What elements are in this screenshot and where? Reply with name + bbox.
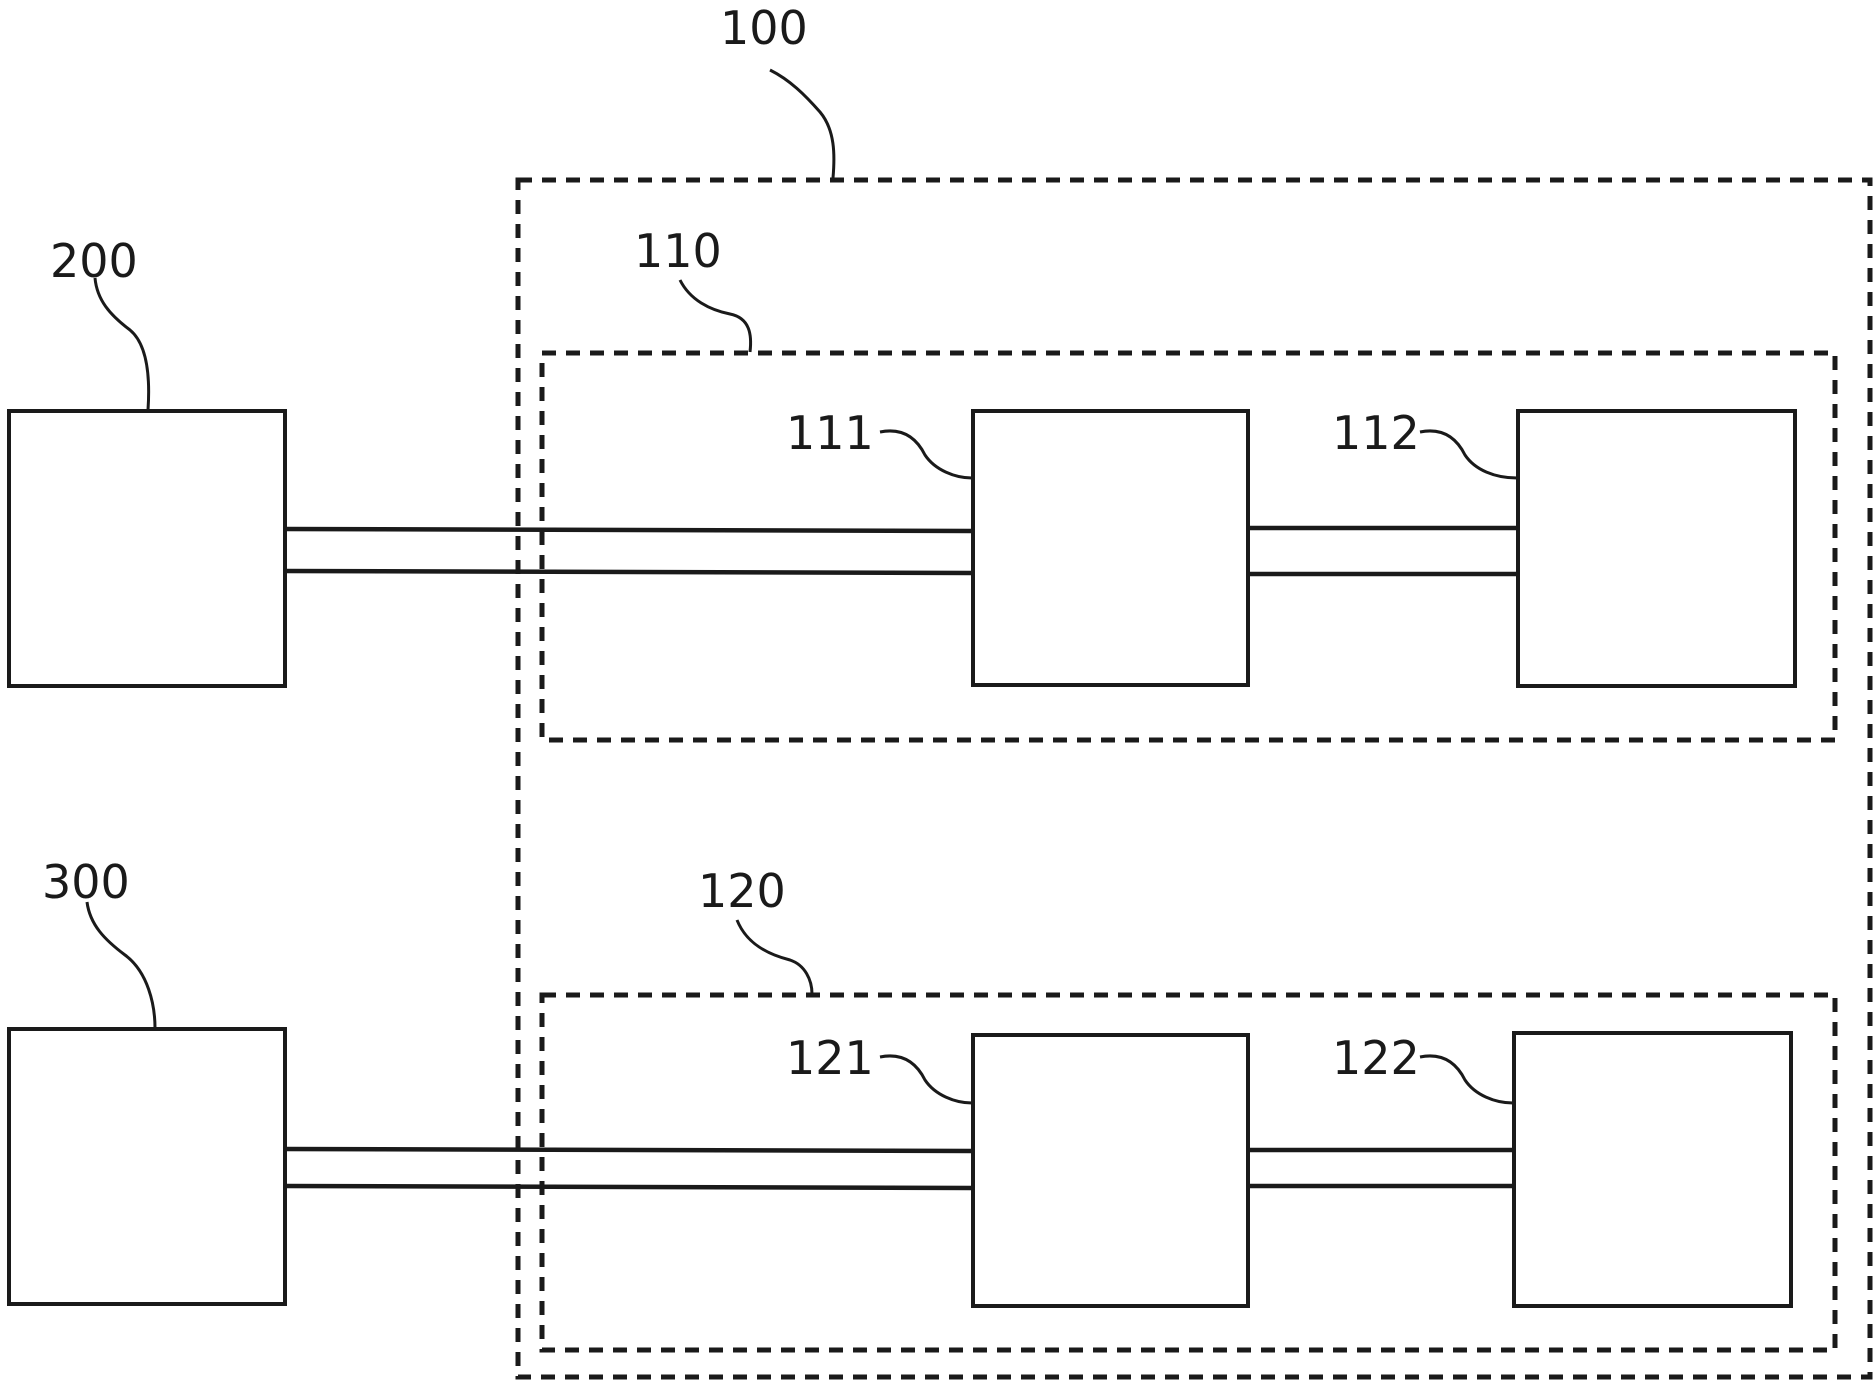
leader-100 (770, 70, 834, 178)
label-122: 122 (1332, 1031, 1420, 1085)
label-200: 200 (50, 234, 138, 288)
label-112: 112 (1332, 406, 1420, 460)
block-121 (973, 1035, 1248, 1306)
label-100: 100 (720, 1, 808, 55)
wire-300-121-top (285, 1149, 973, 1151)
wire-200-111-top (285, 529, 973, 531)
leader-110 (680, 280, 751, 352)
leader-112 (1420, 431, 1517, 478)
leader-200 (95, 278, 149, 410)
label-111: 111 (786, 406, 874, 460)
block-111 (973, 411, 1248, 685)
leader-300 (87, 902, 155, 1028)
label-300: 300 (42, 855, 130, 909)
leader-121 (880, 1056, 972, 1103)
leader-111 (880, 431, 972, 478)
wire-300-121-bottom (285, 1186, 973, 1188)
block-300 (9, 1029, 285, 1304)
block-200 (9, 411, 285, 686)
label-121: 121 (786, 1031, 874, 1085)
leader-120 (737, 920, 812, 994)
block-122 (1514, 1033, 1791, 1306)
label-110: 110 (634, 224, 722, 278)
wire-200-111-bottom (285, 571, 973, 573)
label-120: 120 (698, 864, 786, 918)
block-112 (1518, 411, 1795, 686)
leader-122 (1420, 1056, 1513, 1103)
